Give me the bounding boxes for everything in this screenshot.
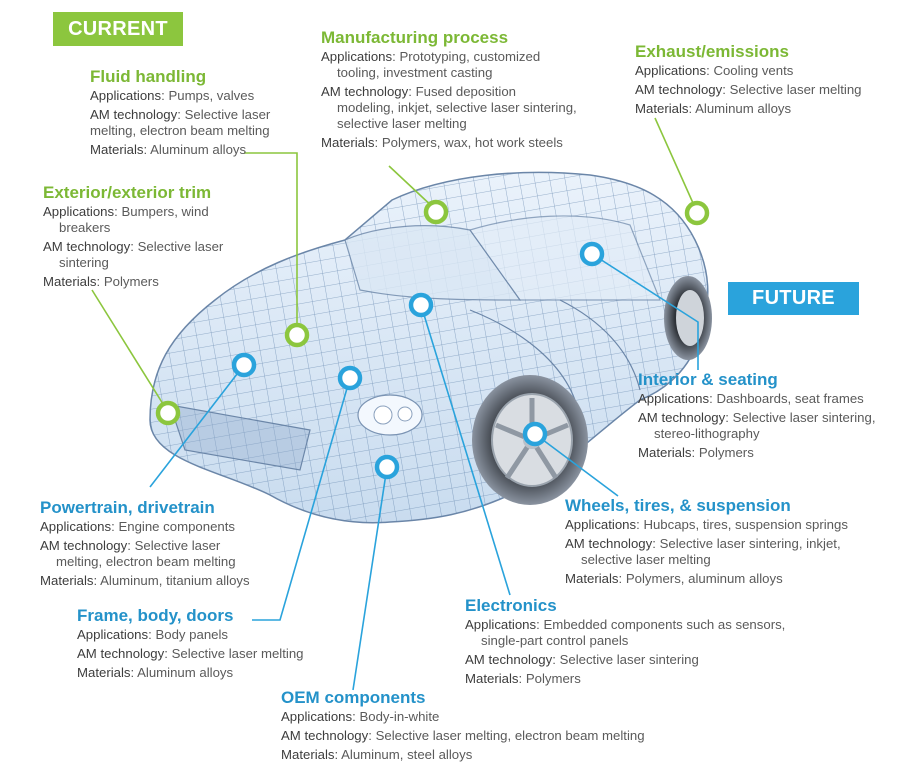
callout-interior-seating: Interior & seating Applications: Dashboa… [638, 370, 876, 460]
car-body [149, 171, 709, 524]
callout-title: Electronics [465, 596, 557, 615]
marker-electronics [408, 292, 434, 318]
callout-title: Fluid handling [90, 67, 207, 86]
marker-interior [579, 241, 605, 267]
marker-powertrain [231, 352, 257, 378]
callout-title: Exterior/exterior trim [43, 183, 212, 202]
callout-exhaust-emissions: Exhaust/emissions Applications: Cooling … [635, 42, 862, 116]
marker-exhaust [684, 200, 710, 226]
future-tag: FUTURE [728, 282, 859, 315]
callout-title: Exhaust/emissions [635, 42, 790, 61]
callout-manufacturing-process: Manufacturing process Applications: Prot… [321, 28, 577, 150]
marker-fluid [284, 322, 310, 348]
callout-title: Wheels, tires, & suspension [565, 496, 791, 515]
callout-title: Manufacturing process [321, 28, 509, 47]
callout-title: Powertrain, drivetrain [40, 498, 215, 517]
callout-title: Frame, body, doors [77, 606, 234, 625]
leader-lines [91, 117, 699, 691]
callout-title: OEM components [281, 688, 426, 707]
callout-title: Interior & seating [638, 370, 778, 389]
callout-exterior-trim: Exterior/exterior trim Applications: Bum… [43, 183, 224, 289]
marker-oem [374, 454, 400, 480]
rear-wheel [664, 276, 712, 360]
callout-frame-body-doors: Frame, body, doors Applications: Body pa… [77, 606, 304, 680]
marker-wheels [522, 421, 548, 447]
callout-oem-components: OEM components Applications: Body-in-whi… [281, 688, 645, 762]
marker-exterior [155, 400, 181, 426]
marker-frame [337, 365, 363, 391]
callout-electronics: Electronics Applications: Embedded compo… [465, 596, 786, 686]
callout-wheels-tires-suspension: Wheels, tires, & suspension Applications… [565, 496, 848, 586]
current-tag: CURRENT [53, 12, 183, 46]
callout-fluid-handling: Fluid handling Applications: Pumps, valv… [90, 67, 271, 157]
markers [155, 199, 710, 480]
marker-manufacturing [423, 199, 449, 225]
callout-powertrain-drivetrain: Powertrain, drivetrain Applications: Eng… [40, 498, 250, 588]
